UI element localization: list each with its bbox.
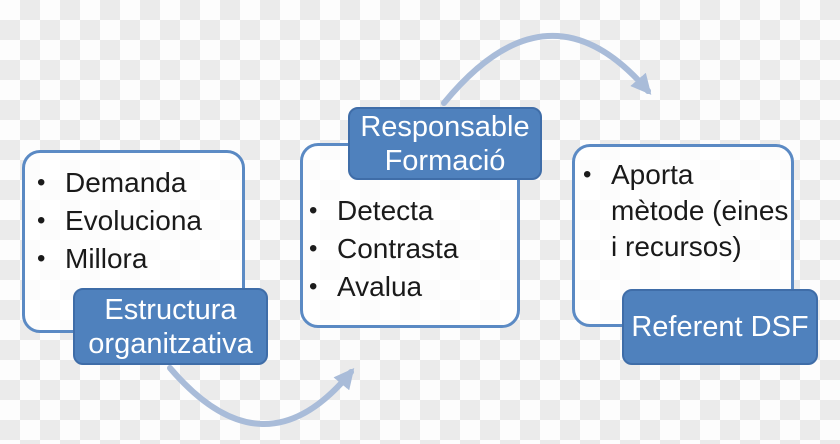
list-item-label: Detecta bbox=[337, 195, 434, 226]
list-item: • Contrasta bbox=[309, 230, 517, 268]
panel-estructura: • Demanda • Evoluciona • Millora bbox=[22, 150, 245, 333]
bullet-list-estructura: • Demanda • Evoluciona • Millora bbox=[25, 153, 242, 278]
label-responsable-formacio: Responsable Formació bbox=[348, 107, 542, 180]
list-item: • Millora bbox=[37, 240, 242, 278]
list-item: • Evoluciona bbox=[37, 202, 242, 240]
list-item-line: mètode (eines bbox=[611, 195, 789, 226]
list-item-label: Millora bbox=[65, 243, 148, 274]
bullet-icon: • bbox=[37, 245, 46, 272]
list-item-label: Demanda bbox=[65, 167, 187, 198]
list-item-line: i recursos) bbox=[611, 231, 742, 262]
list-item: • Aporta mètode (eines i recursos) bbox=[583, 157, 791, 265]
bullet-icon: • bbox=[309, 197, 318, 224]
label-referent-dsf: Referent DSF bbox=[622, 289, 818, 365]
bullet-list-responsable: • Detecta • Contrasta • Avalua bbox=[303, 146, 517, 306]
list-item-label: Aporta mètode (eines i recursos) bbox=[611, 157, 788, 265]
bullet-icon: • bbox=[309, 235, 318, 262]
list-item-line: Aporta bbox=[611, 159, 694, 190]
bullet-icon: • bbox=[37, 169, 46, 196]
list-item-label: Avalua bbox=[337, 271, 423, 302]
list-item: • Avalua bbox=[309, 268, 517, 306]
bullet-icon: • bbox=[583, 161, 592, 188]
curved-arrow-top-icon bbox=[441, 32, 652, 106]
bullet-icon: • bbox=[309, 273, 318, 300]
bullet-icon: • bbox=[37, 207, 46, 234]
label-estructura-organitzativa: Estructura organitzativa bbox=[73, 288, 268, 365]
bullet-list-referent: • Aporta mètode (eines i recursos) bbox=[575, 147, 791, 265]
list-item-label: Evoluciona bbox=[65, 205, 202, 236]
curved-arrow-bottom-icon bbox=[167, 365, 355, 427]
list-item: • Demanda bbox=[37, 164, 242, 202]
list-item: • Detecta bbox=[309, 192, 517, 230]
list-item-label: Contrasta bbox=[337, 233, 459, 264]
